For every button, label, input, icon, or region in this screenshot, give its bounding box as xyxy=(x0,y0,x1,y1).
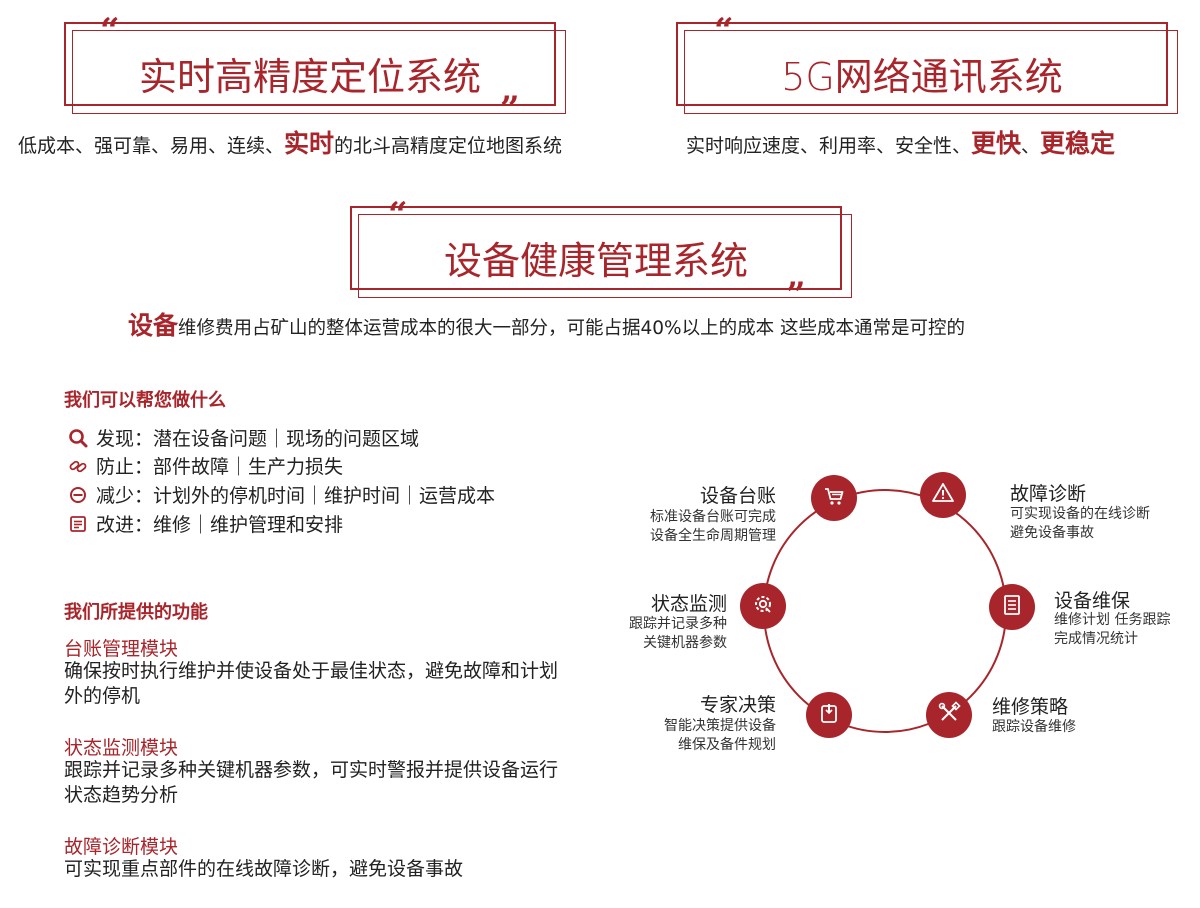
cart-icon xyxy=(822,484,846,512)
network-title-box: 5G网络通讯系统 xyxy=(676,22,1178,114)
positioning-title-box: 实时高精度定位系统 xyxy=(64,22,566,114)
what-we-do-item-text: 改进：维修｜维护管理和安排 xyxy=(96,514,344,536)
what-we-do-item: 减少：计划外的停机时间｜维护时间｜运营成本 xyxy=(66,481,495,508)
health-description: 设备维修费用占矿山的整体运营成本的很大一部分，可能占据40%以上的成本 这些成本… xyxy=(128,306,965,342)
cycle-node-monitoring xyxy=(740,583,786,629)
minus-circle-icon xyxy=(66,485,90,505)
cycle-node-desc-line: 维修计划 任务跟踪 xyxy=(1054,612,1171,628)
positioning-desc-text-2: 的北斗高精度定位地图系统 xyxy=(334,135,563,157)
what-we-do-item: 改进：维修｜维护管理和安排 xyxy=(66,510,343,537)
what-we-do-item: 发现：潜在设备问题｜现场的问题区域 xyxy=(66,424,419,451)
warning-icon xyxy=(931,481,955,509)
module-title: 状态监测模块 xyxy=(64,737,179,759)
network-desc-separator: 、 xyxy=(1021,135,1041,157)
what-we-do-heading: 我们可以帮您做什么 xyxy=(64,390,226,411)
cycle-node-maintenance xyxy=(989,584,1035,630)
cycle-node-desc: 跟踪并记录多种 关键机器参数 xyxy=(629,615,727,653)
cycle-node-desc-line: 跟踪设备维修 xyxy=(992,719,1076,735)
cycle-node-desc: 可实现设备的在线诊断 避免设备事故 xyxy=(1010,505,1150,543)
network-desc-emphasis-2: 更稳定 xyxy=(1040,129,1116,158)
clipboard-icon xyxy=(817,701,841,729)
what-we-do-item-text: 发现：潜在设备问题｜现场的问题区域 xyxy=(96,428,420,450)
cycle-node-title: 设备维保 xyxy=(1054,590,1131,612)
cycle-node-title: 故障诊断 xyxy=(1010,483,1087,505)
network-desc-emphasis-1: 更快 xyxy=(971,129,1022,158)
network-description: 实时响应速度、利用率、安全性、更快、更稳定 xyxy=(686,124,1115,160)
search-icon xyxy=(66,428,90,448)
cycle-node-desc-line: 标准设备台账可完成 xyxy=(650,509,776,525)
cycle-node-desc: 跟踪设备维修 xyxy=(992,718,1076,737)
cycle-node-desc-line: 智能决策提供设备 xyxy=(664,718,776,734)
cycle-node-title: 专家决策 xyxy=(699,694,776,716)
health-desc-text: 维修费用占矿山的整体运营成本的很大一部分，可能占据40%以上的成本 这些成本通常… xyxy=(178,318,966,339)
quote-open: “ xyxy=(100,11,120,51)
what-we-do-item-text: 减少：计划外的停机时间｜维护时间｜运营成本 xyxy=(96,485,496,507)
tools-icon xyxy=(937,701,961,729)
gear-icon xyxy=(750,591,776,621)
positioning-desc-text: 低成本、强可靠、易用、连续、 xyxy=(18,135,285,157)
cycle-node-title: 设备台账 xyxy=(699,485,776,507)
health-title-box: 设备健康管理系统 xyxy=(350,206,852,298)
edit-list-icon xyxy=(66,514,90,534)
cycle-node-expert xyxy=(806,692,852,738)
module-description: 可实现重点部件的在线故障诊断，避免设备事故 xyxy=(64,858,464,880)
positioning-desc-emphasis: 实时 xyxy=(284,129,335,158)
module-description: 跟踪并记录多种关键机器参数，可实时警报并提供设备运行状态趋势分析 xyxy=(64,759,559,806)
quote-close: ” xyxy=(500,89,520,129)
cycle-node-diagnosis xyxy=(920,472,966,518)
quote-open-2: “ xyxy=(714,11,734,51)
cycle-node-strategy xyxy=(926,692,972,738)
positioning-description: 低成本、强可靠、易用、连续、实时的北斗高精度定位地图系统 xyxy=(18,124,562,160)
quote-close-3: ” xyxy=(786,275,806,315)
health-desc-emphasis: 设备 xyxy=(128,311,179,340)
cycle-node-desc-line: 跟踪并记录多种 xyxy=(629,616,727,632)
cycle-node-desc-line: 避免设备事故 xyxy=(1010,525,1094,541)
cycle-node-desc-line: 完成情况统计 xyxy=(1054,631,1138,647)
cycle-node-desc: 智能决策提供设备 维保及备件规划 xyxy=(664,717,776,755)
module-title: 台账管理模块 xyxy=(64,638,179,660)
cycle-node-desc: 标准设备台账可完成 设备全生命周期管理 xyxy=(650,508,776,546)
what-we-do-item: 防止：部件故障｜生产力损失 xyxy=(66,452,343,479)
list-icon xyxy=(1000,593,1024,621)
quote-open-3: “ xyxy=(388,195,408,235)
cycle-node-desc-line: 关键机器参数 xyxy=(643,635,727,651)
cycle-node-desc-line: 设备全生命周期管理 xyxy=(650,528,776,544)
cycle-node-title: 维修策略 xyxy=(992,696,1069,718)
network-desc-text: 实时响应速度、利用率、安全性、 xyxy=(686,135,972,157)
module-description: 确保按时执行维护并使设备处于最佳状态，避免故障和计划外的停机 xyxy=(64,660,559,707)
cycle-node-ledger xyxy=(811,475,857,521)
functions-heading: 我们所提供的功能 xyxy=(64,602,208,623)
network-title: 5G网络通讯系统 xyxy=(781,55,1063,99)
cycle-node-desc: 维修计划 任务跟踪 完成情况统计 xyxy=(1054,611,1170,649)
health-title: 设备健康管理系统 xyxy=(443,239,748,283)
module-title: 故障诊断模块 xyxy=(64,836,179,858)
cycle-node-title: 状态监测 xyxy=(650,593,727,615)
cycle-node-desc-line: 维保及备件规划 xyxy=(678,737,776,753)
cycle-node-desc-line: 可实现设备的在线诊断 xyxy=(1010,506,1150,522)
what-we-do-item-text: 防止：部件故障｜生产力损失 xyxy=(96,456,344,478)
cycle-ring xyxy=(763,489,1007,733)
link-icon xyxy=(66,456,90,476)
positioning-title: 实时高精度定位系统 xyxy=(138,55,481,99)
